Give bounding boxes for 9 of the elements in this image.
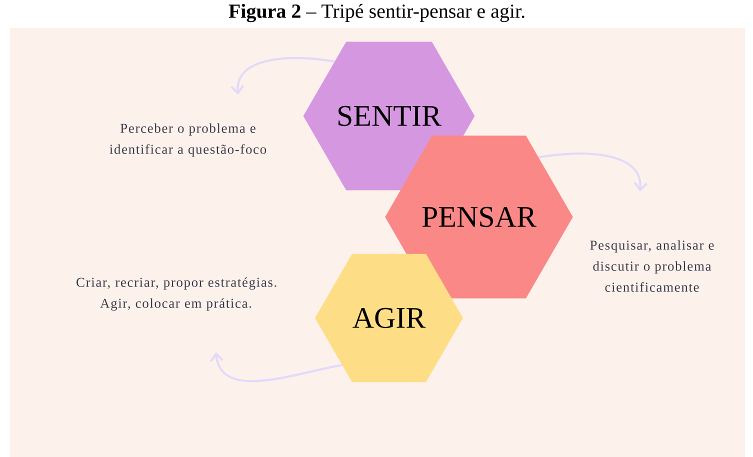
description-text: Perceber o problema e identificar a questão-foco <box>110 123 266 157</box>
curved-arrow <box>538 152 648 192</box>
curved-arrow <box>230 57 335 95</box>
hexagon: AGIR <box>315 254 463 382</box>
curved-arrow <box>210 352 342 382</box>
figure-title: Figura 2 – Tripé sentir-pensar e agir. <box>228 4 524 22</box>
hexagon: PENSAR <box>385 136 573 298</box>
description-text: Pesquisar, analisar e discutir o problema cientificamente <box>590 240 714 292</box>
description-text: Criar, recriar, propor estratégias. Agir, colocar em prática. <box>76 277 276 311</box>
